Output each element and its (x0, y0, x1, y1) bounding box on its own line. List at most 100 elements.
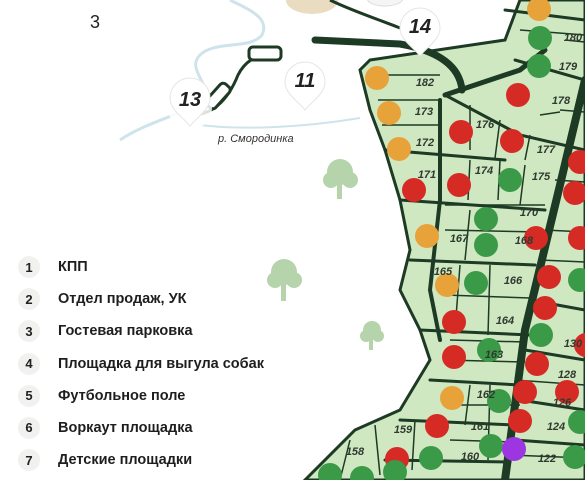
legend-label: Воркаут площадка (58, 419, 193, 436)
legend-item-football-field: 5 Футбольное поле (18, 384, 318, 407)
plot-number-126: 126 (553, 397, 572, 409)
free-plot-marker[interactable] (529, 323, 553, 347)
sold-plot-marker[interactable] (563, 181, 585, 205)
tree (267, 259, 302, 301)
tree (323, 159, 358, 199)
legend-number: 6 (18, 416, 40, 439)
sold-plot-marker[interactable] (425, 414, 449, 438)
plot-number-168: 168 (515, 235, 534, 247)
stray-number: 3 (90, 12, 100, 32)
free-plot-marker[interactable] (350, 466, 374, 480)
plot-number-122: 122 (538, 453, 556, 465)
sold-plot-marker[interactable] (524, 226, 548, 250)
land-area (302, 0, 585, 480)
free-plot-marker[interactable] (318, 463, 342, 480)
plot-number-177: 177 (537, 144, 556, 156)
plot-number-178: 178 (552, 95, 571, 107)
sold-plot-marker[interactable] (508, 409, 532, 433)
sold-plot-marker[interactable] (500, 129, 524, 153)
building (247, 45, 283, 62)
sold-plot-marker[interactable] (533, 296, 557, 320)
pin-number: 14 (409, 16, 431, 38)
legend-item-sales-office: 2 Отдел продаж, УК (18, 288, 318, 311)
sold-plot-marker[interactable] (442, 345, 466, 369)
sold-plot-marker[interactable] (574, 333, 585, 357)
free-plot-marker[interactable] (527, 54, 551, 78)
sold-plot-marker[interactable] (506, 83, 530, 107)
plot-markers (318, 0, 585, 480)
legend-label: КПП (58, 259, 88, 275)
plot-number-163: 163 (485, 349, 503, 361)
plot-number-159: 159 (394, 424, 413, 436)
plot-number-172: 172 (416, 137, 434, 149)
legend: 1 КПП 2 Отдел продаж, УК 3 Гостевая парк… (18, 256, 318, 481)
legend-item-dog-area: 4 Площадка для выгула собак (18, 352, 318, 375)
map-pin-13[interactable]: 13 (168, 77, 212, 130)
legend-label: Площадка для выгула собак (58, 355, 264, 372)
free-plot-marker[interactable] (479, 434, 503, 458)
map-pin-14[interactable]: 14 (399, 7, 441, 57)
pin-number: 11 (295, 70, 316, 92)
plot-number-160: 160 (461, 451, 480, 463)
plot-number-164: 164 (496, 315, 514, 327)
legend-number: 3 (18, 320, 40, 343)
legend-label: Отдел продаж, УК (58, 291, 187, 308)
tree (360, 321, 384, 350)
legend-label: Гостевая парковка (58, 323, 193, 340)
free-plot-marker[interactable] (498, 168, 522, 192)
free-plot-marker[interactable] (568, 268, 585, 292)
map-pin-11[interactable]: 11 (283, 61, 327, 117)
pin-number: 13 (179, 89, 201, 111)
reserved-plot-marker[interactable] (440, 386, 464, 410)
free-plot-marker[interactable] (383, 460, 407, 480)
plot-number-180: 180 (564, 32, 583, 44)
access-road (329, 0, 401, 30)
legend-item-playgrounds: 7 Детские площадки (18, 449, 318, 472)
plot-number-179: 179 (559, 61, 578, 73)
plot-number-124: 124 (547, 421, 565, 433)
reserved-plot-marker[interactable] (435, 273, 459, 297)
reserved-plot-marker[interactable] (377, 101, 401, 125)
special-plot-marker[interactable] (502, 437, 526, 461)
sold-plot-marker[interactable] (525, 352, 549, 376)
legend-number: 5 (18, 384, 40, 407)
reserved-plot-marker[interactable] (365, 66, 389, 90)
sold-plot-marker[interactable] (402, 178, 426, 202)
free-plot-marker[interactable] (568, 410, 585, 434)
river-branch (199, 117, 361, 129)
free-plot-marker[interactable] (474, 207, 498, 231)
plot-number-171: 171 (418, 169, 436, 181)
plot-number-166: 166 (504, 275, 523, 287)
sold-plot-marker[interactable] (568, 150, 585, 174)
free-plot-marker[interactable] (474, 233, 498, 257)
sold-plot-marker[interactable] (568, 226, 585, 250)
free-plot-marker[interactable] (487, 389, 511, 413)
sold-plot-marker[interactable] (442, 310, 466, 334)
plot-number-170: 170 (520, 207, 539, 219)
sold-plot-marker[interactable] (447, 173, 471, 197)
sold-plot-marker[interactable] (537, 265, 561, 289)
plot-number-167: 167 (450, 233, 469, 245)
free-plot-marker[interactable] (563, 445, 585, 469)
plot-number-175: 175 (532, 171, 551, 183)
pond-2 (367, 0, 403, 7)
reserved-plot-marker[interactable] (415, 224, 439, 248)
legend-number: 2 (18, 288, 40, 311)
reserved-plot-marker[interactable] (527, 0, 551, 21)
free-plot-marker[interactable] (464, 271, 488, 295)
free-plot-marker[interactable] (528, 26, 552, 50)
sold-plot-marker[interactable] (449, 120, 473, 144)
legend-item-checkpoint: 1 КПП (18, 256, 318, 278)
sold-plot-marker[interactable] (555, 380, 579, 404)
legend-label: Футбольное поле (58, 387, 186, 404)
free-plot-marker[interactable] (477, 338, 501, 362)
sold-plot-marker[interactable] (513, 380, 537, 404)
reserved-plot-marker[interactable] (387, 137, 411, 161)
legend-number: 1 (18, 256, 40, 278)
legend-item-guest-parking: 3 Гостевая парковка (18, 320, 318, 343)
legend-number: 4 (18, 352, 40, 375)
free-plot-marker[interactable] (419, 446, 443, 470)
legend-label: Детские площадки (58, 452, 193, 469)
